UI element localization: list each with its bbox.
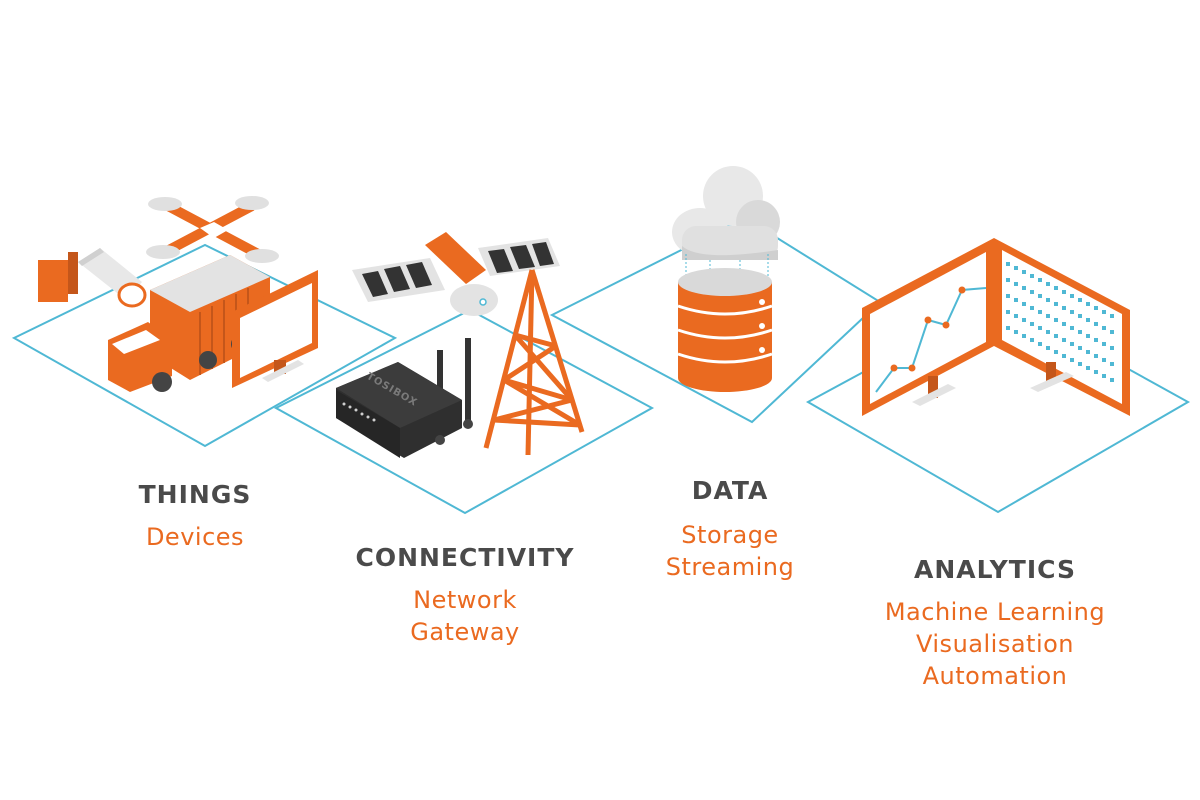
stage-data: DATA Storage Streaming (620, 476, 840, 583)
stage-analytics: ANALYTICS Machine Learning Visualisation… (860, 555, 1130, 692)
cloud-links (685, 254, 769, 282)
stage-title: ANALYTICS (914, 555, 1076, 584)
platform-connectivity (273, 308, 655, 515)
database-icon (677, 268, 773, 392)
stage-connectivity: CONNECTIVITY Network Gateway (340, 543, 590, 648)
stage-subtitle: Streaming (665, 553, 795, 581)
stage-title: DATA (691, 476, 769, 505)
security-camera-icon (38, 248, 147, 308)
drone-icon (146, 196, 279, 263)
platform-things (11, 243, 398, 448)
cloud-icon (672, 166, 780, 260)
stage-subtitle: Visualisation (916, 630, 1074, 658)
satellite-icon (352, 232, 560, 316)
router-icon: TOSIBOX (336, 338, 473, 458)
stage-subtitle: Devices (145, 523, 245, 551)
stage-subtitle: Network (413, 586, 517, 614)
stage-title: THINGS (138, 480, 252, 509)
dashboard-icon (862, 238, 1130, 416)
stage-subtitle: Machine Learning (884, 598, 1106, 626)
stage-subtitle: Automation (922, 662, 1068, 690)
tower-icon (483, 269, 585, 456)
stage-title: CONNECTIVITY (355, 543, 575, 572)
stage-subtitle: Gateway (410, 618, 520, 646)
binary-text (1006, 262, 1114, 382)
stage-subtitle: Storage (681, 521, 779, 549)
monitor-icon (232, 270, 318, 388)
stage-things: THINGS Devices (90, 480, 300, 553)
router-leds (342, 402, 376, 422)
